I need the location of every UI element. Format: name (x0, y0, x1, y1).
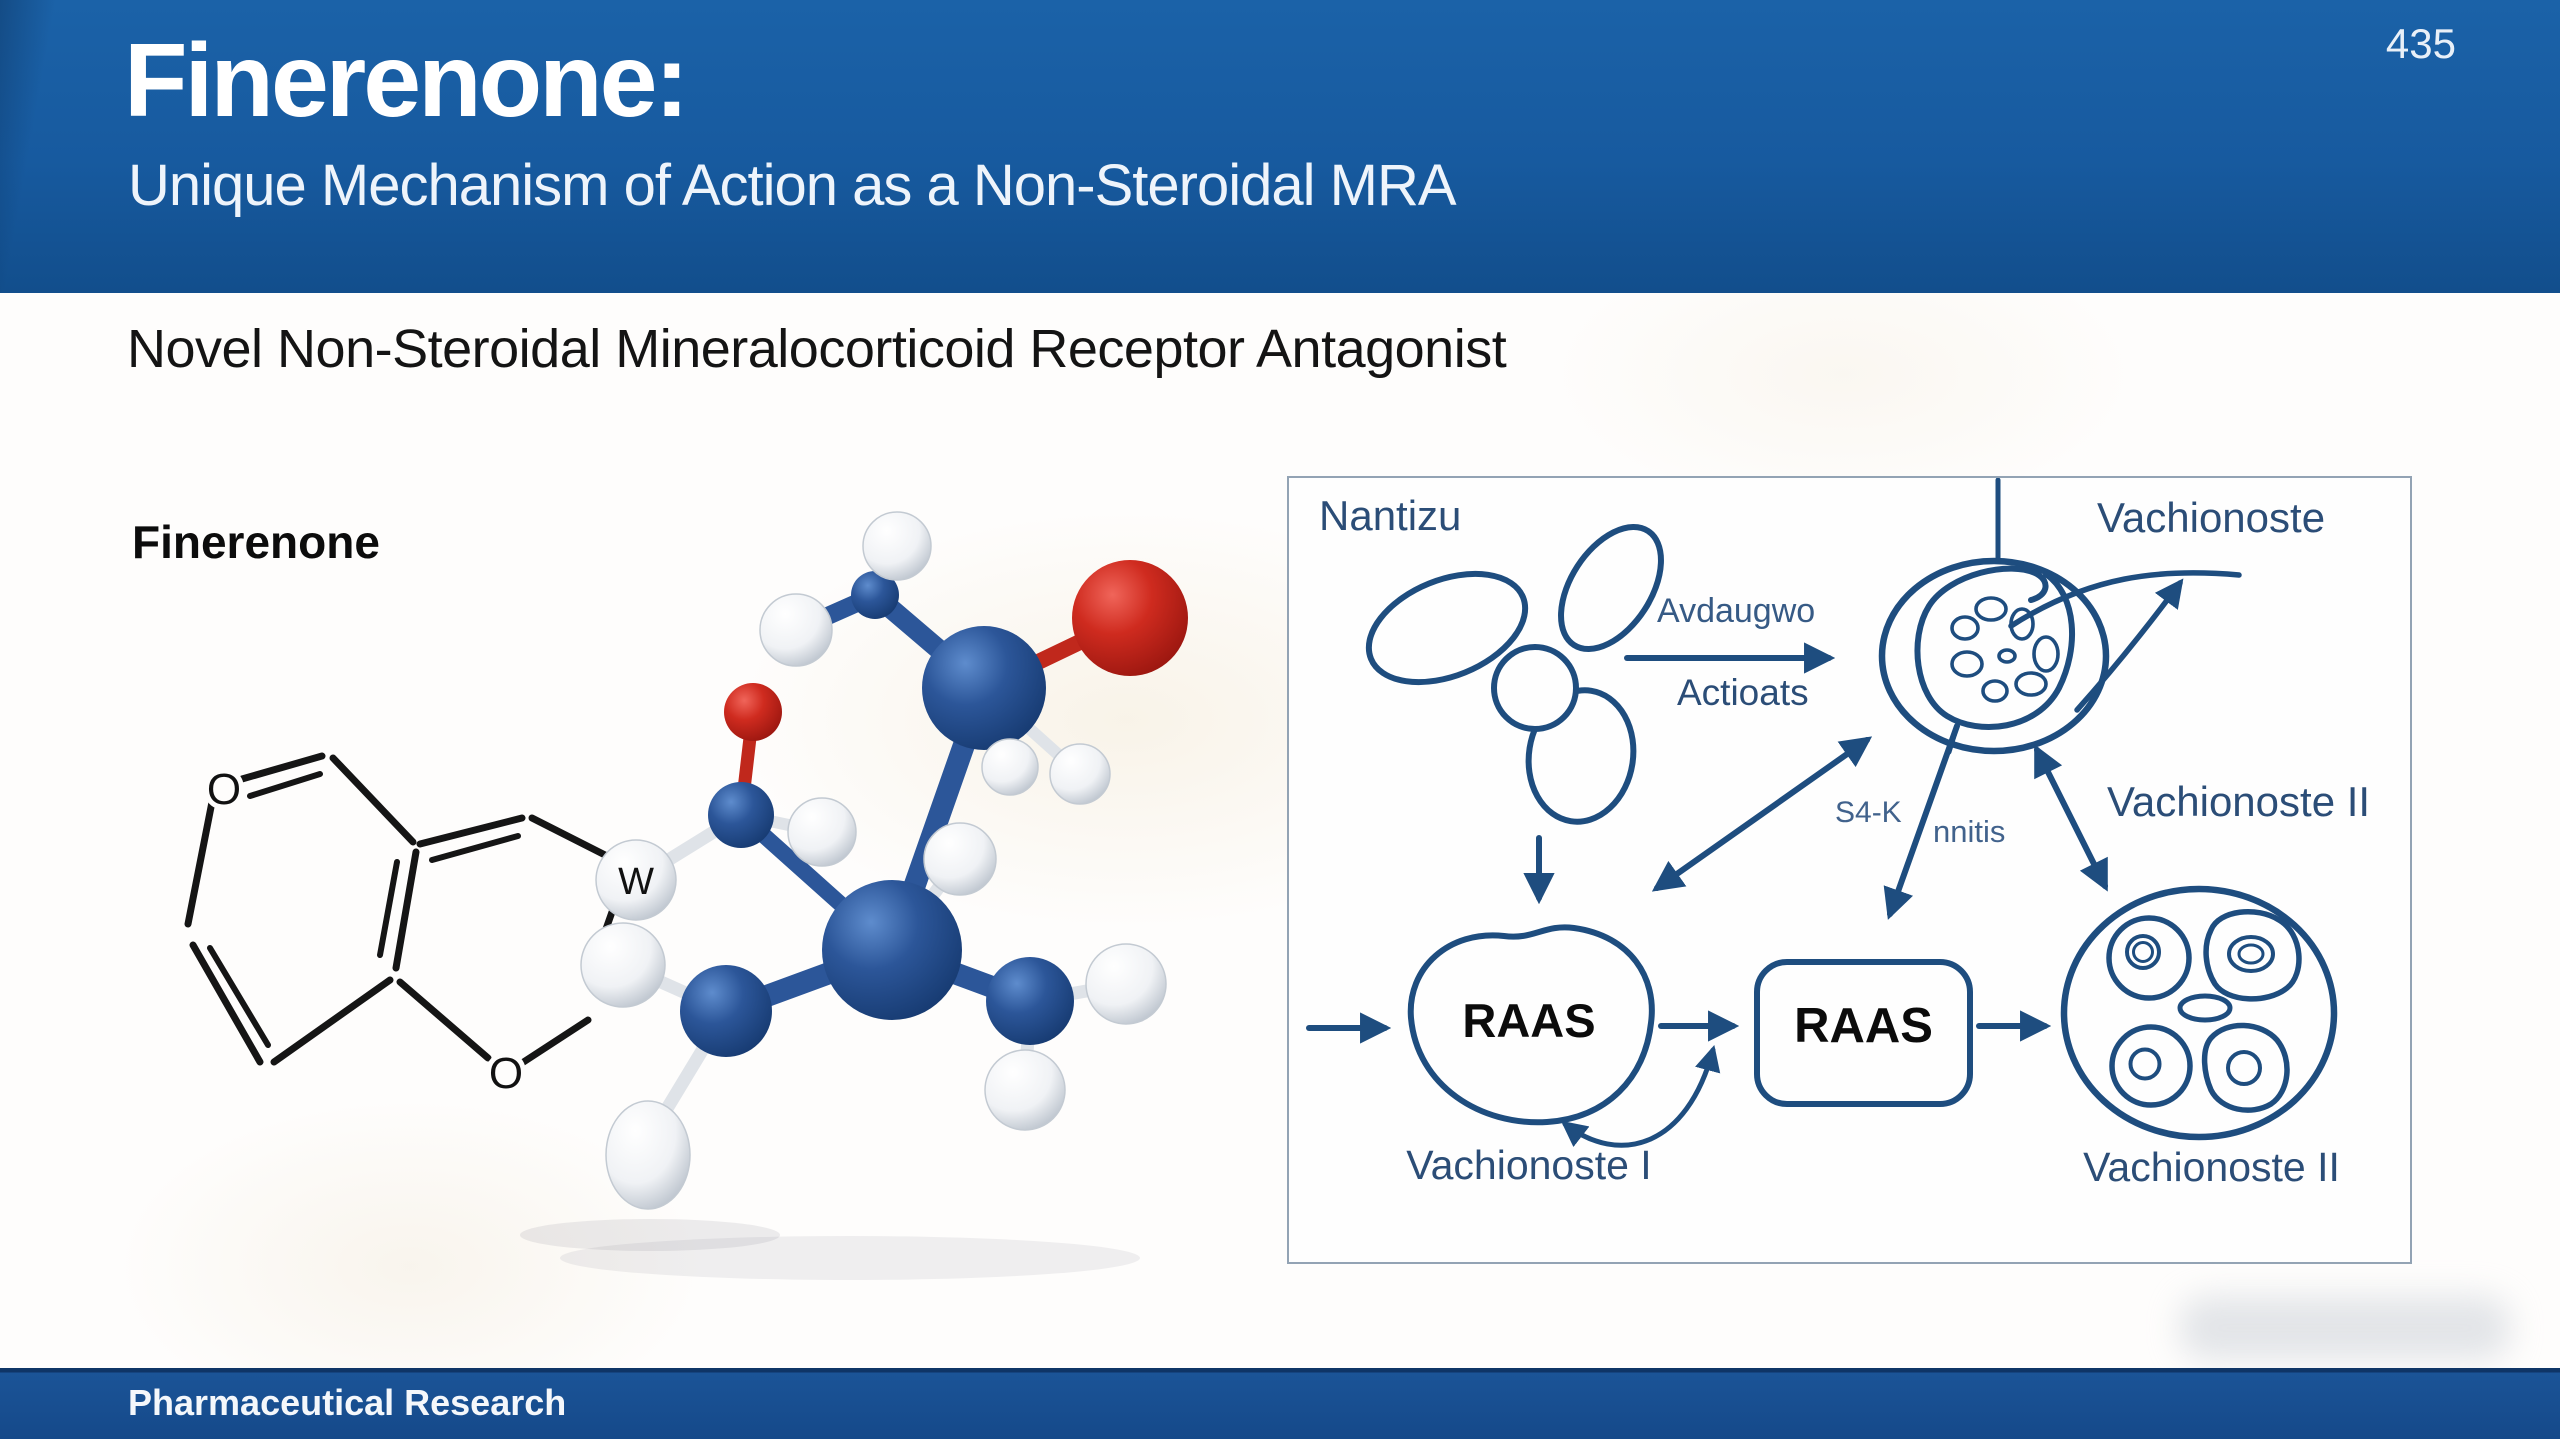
channel-label-left: S4-K (1835, 796, 1902, 829)
skeletal-atoms: O O (202, 760, 528, 1103)
footer-band: Pharmaceutical Research (0, 1368, 2560, 1439)
cluster-caption: Vachionoste II (2083, 1144, 2340, 1190)
molecule-atoms: W (580, 511, 1188, 1210)
atom-o-ring: O (207, 765, 241, 814)
oxygen-atom-small (724, 683, 782, 741)
double-arrow-left-icon (1651, 736, 1873, 892)
feedback-arrow-icon (1560, 1044, 1721, 1148)
cell-top-label: Vachionoste (2097, 494, 2326, 541)
slide-title: Finerenone: (124, 23, 689, 139)
raas-blob-label: RAAS (1462, 994, 1596, 1047)
organ-label: Nantizu (1319, 492, 1462, 539)
atom-o-ether: O (489, 1049, 523, 1098)
blob-caption: Vachionoste I (1406, 1142, 1652, 1188)
molecule-shadow (520, 1219, 1140, 1280)
slide-subtitle: Unique Mechanism of Action as a Non-Ster… (128, 153, 1457, 218)
molecule-figure: O O (150, 500, 1310, 1300)
blurred-patch (2180, 1296, 2510, 1360)
header-band: Finerenone: Unique Mechanism of Action a… (0, 0, 2560, 293)
carbon-atom-top (922, 626, 1046, 750)
raas-box-label: RAAS (1794, 999, 1933, 1053)
activation-label-top: Avdaugwo (1657, 592, 1816, 630)
pathway-diagram: Nantizu Avdaugwo Actioats Vachionoste Va… (1287, 476, 2412, 1264)
pathway-shapes (1306, 478, 2338, 1148)
label-pointer-icon (2008, 570, 2242, 713)
activation-label-bottom: Actioats (1677, 672, 1809, 713)
footer-text: Pharmaceutical Research (128, 1382, 567, 1423)
channel-label-right: nnitis (1933, 814, 2006, 849)
raas-blob-shape (1407, 924, 1655, 1126)
double-arrow-right-icon (2034, 744, 2108, 892)
skeletal-structure (184, 752, 616, 1067)
cell-icon (1878, 557, 2110, 755)
molecule-name-label: Finerenone (132, 516, 380, 568)
page-number: 435 (2385, 20, 2456, 67)
molecule-graphic: O O (184, 511, 1188, 1280)
mid-arrow-icon (1883, 723, 1960, 920)
organ-icon (1365, 523, 1664, 825)
oxygen-atom-large (1072, 560, 1188, 676)
nitrogen-atom-labeled (595, 839, 677, 921)
atom-n-label: W (618, 861, 654, 903)
cell-cluster-icon (2060, 885, 2338, 1141)
molecule-bonds (616, 537, 1138, 1147)
section-heading: Novel Non-Steroidal Mineralocorticoid Re… (127, 319, 1507, 379)
raas-box-shape (1754, 959, 1973, 1107)
receptor-label: Vachionoste II (2107, 778, 2371, 825)
carbon-atom-center (822, 880, 962, 1020)
